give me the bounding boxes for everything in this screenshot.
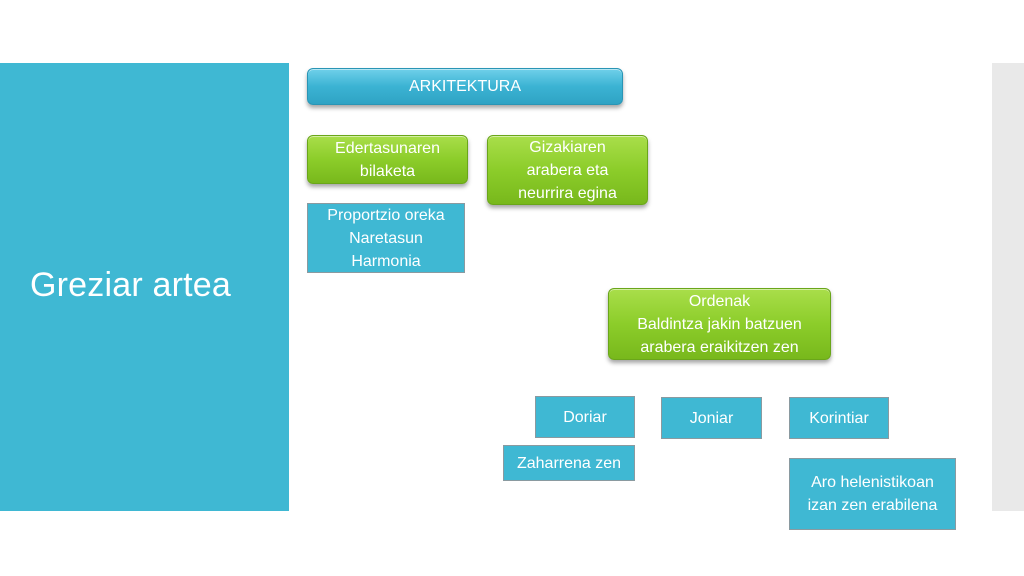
node-label-line: Edertasunaren [335, 139, 440, 157]
node-doriar: Doriar [535, 396, 635, 438]
root-node-arkitektura: ARKITEKTURA [307, 68, 623, 105]
node-label-line: Naretasun [349, 229, 423, 247]
node-ordenak: Ordenak Baldintza jakin batzuen arabera … [608, 288, 831, 360]
title-panel [0, 63, 289, 511]
node-edertasunaren-bilaketa: Edertasunaren bilaketa [307, 135, 468, 184]
right-side-strip [992, 63, 1024, 511]
node-label-line: Proportzio oreka [327, 206, 445, 224]
node-joniar: Joniar [661, 397, 762, 439]
node-label: Joniar [689, 409, 734, 427]
node-aro-helenistikoan: Aro helenistikoan izan zen erabilena [789, 458, 956, 530]
slide-title: Greziar artea [30, 266, 232, 304]
node-zaharrena-zen: Zaharrena zen [503, 445, 635, 481]
node-label-line: bilaketa [359, 162, 416, 180]
node-label-line: Baldintza jakin batzuen [637, 315, 802, 333]
node-label-line: arabera eraikitzen zen [640, 338, 799, 356]
node-proportzio-oreka: Proportzio oreka Naretasun Harmonia [307, 203, 465, 273]
node-label: Zaharrena zen [516, 454, 622, 472]
node-gizakiaren-arabera: Gizakiaren arabera eta neurrira egina [487, 135, 648, 205]
node-label-line: Aro helenistikoan [811, 474, 934, 491]
node-label: Korintiar [809, 409, 869, 427]
node-label-line: Harmonia [351, 252, 421, 270]
root-node-label: ARKITEKTURA [408, 78, 521, 95]
node-label-line: neurrira egina [518, 184, 617, 202]
node-korintiar: Korintiar [789, 397, 889, 439]
node-label-line: arabera eta [526, 161, 609, 179]
node-label-line: izan zen erabilena [807, 497, 938, 514]
node-label: Doriar [563, 408, 607, 426]
node-label-line: Ordenak [688, 292, 751, 310]
node-label-line: Gizakiaren [529, 138, 606, 156]
